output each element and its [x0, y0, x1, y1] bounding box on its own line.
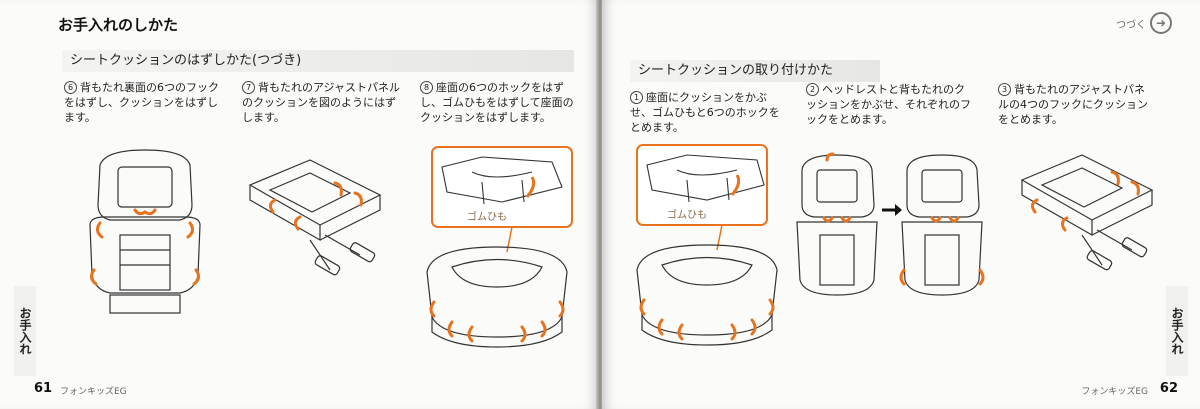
step-text: 背もたれ裏面の6つのフックをはずし、クッションをはずします。	[64, 81, 219, 124]
arrow-right-icon: ➜	[1150, 12, 1172, 34]
seat-base-illustration: ゴムひも	[426, 146, 573, 348]
side-tab: お手入れ	[1166, 286, 1188, 376]
step-number: 7	[242, 81, 255, 94]
step-number: 2	[806, 83, 819, 96]
page-number: 62	[1159, 381, 1178, 396]
step-number: 3	[998, 83, 1011, 96]
callout-box	[431, 146, 573, 228]
step-number: 6	[64, 81, 77, 94]
seat-back-install-illustration	[796, 152, 985, 296]
continue-label: つづく	[1116, 19, 1146, 31]
adjust-panel-install-illustration	[1020, 154, 1154, 271]
step-number: 1	[630, 91, 643, 104]
step-text: 座面にクッションをかぶせ、ゴムひもと6つのホックをとめます。	[630, 91, 780, 134]
book-gutter	[596, 0, 604, 409]
seat-base-install-illustration: ゴムひも	[636, 144, 778, 346]
seat-back-rear-illustration	[89, 149, 201, 314]
callout-label: ゴムひも	[467, 210, 507, 223]
step-text: 背もたれのアジャストパネルのクッションを図のようにはずします。	[242, 81, 401, 124]
section-title: シートクッションの取り付けかた	[630, 60, 880, 82]
page-title: お手入れのしかた	[58, 16, 179, 34]
side-tab: お手入れ	[14, 286, 36, 376]
arrow-right-icon	[895, 204, 902, 216]
callout-label: ゴムひも	[667, 208, 707, 221]
step-text: 座面の6つのホックをはずし、ゴムひもをはずして座面のクッションをはずします。	[420, 81, 574, 124]
callout-box	[636, 144, 768, 226]
footer-product-name: フォンキッズEG	[60, 387, 127, 397]
page-number: 61	[34, 381, 53, 396]
section-title: シートクッションのはずしかた(つづき)	[62, 50, 574, 72]
footer-product-name: フォンキッズEG	[1081, 387, 1148, 397]
adjust-panel-illustration	[248, 159, 382, 276]
step-text: 背もたれのアジャストパネルの4つのフックにクッションをとめます。	[998, 83, 1148, 126]
step-text: ヘッドレストと背もたれのクッションをかぶせ、それぞれのフックをとめます。	[806, 83, 971, 126]
continue-indicator: つづく ➜	[1116, 12, 1172, 34]
step-number: 8	[420, 81, 433, 94]
